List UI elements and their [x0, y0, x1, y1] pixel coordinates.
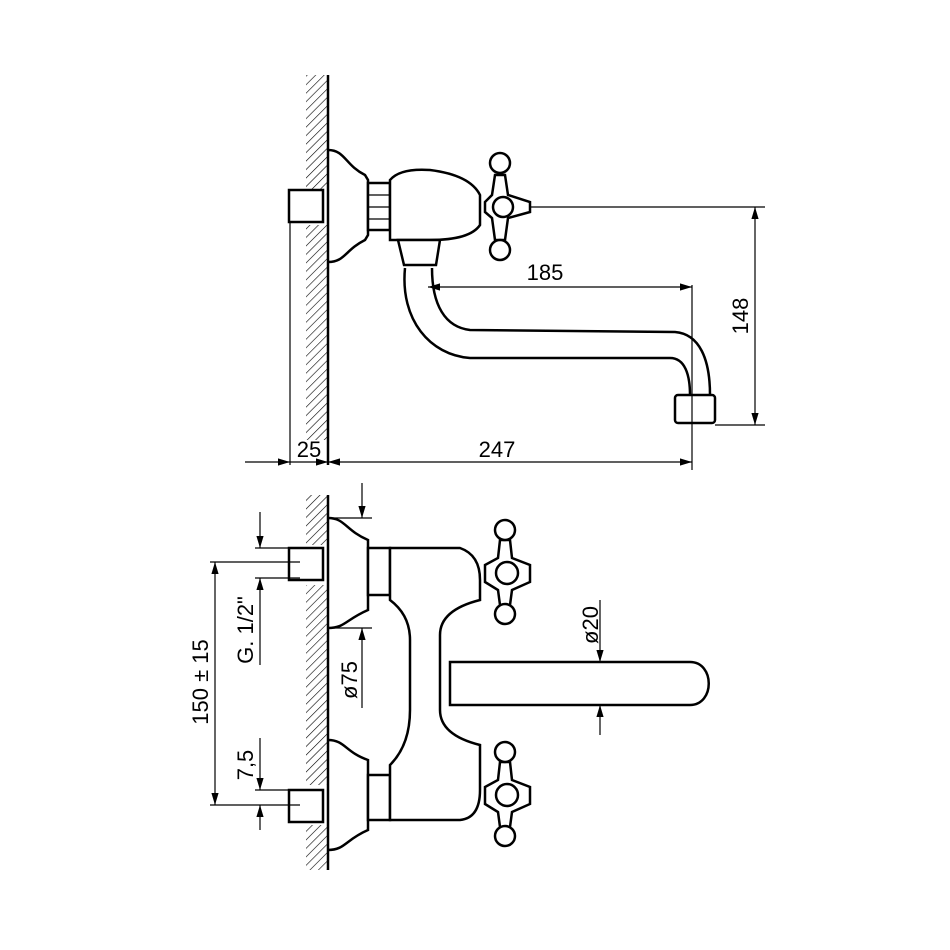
- handle: [483, 151, 532, 262]
- dim-wall-offset: 25: [297, 437, 321, 462]
- spout-swivel: [396, 238, 442, 267]
- dim-spout-reach: 185: [527, 260, 564, 285]
- wall-hatch: [306, 225, 328, 440]
- nut-top: [366, 546, 392, 597]
- handle-bottom: [483, 740, 532, 848]
- side-view: 148 185 25 247: [245, 75, 765, 470]
- aerator: [673, 393, 717, 425]
- dim-total-length: 247: [479, 437, 516, 462]
- tap-body: [388, 168, 482, 242]
- spout-lower: [403, 267, 692, 396]
- dim-height: 148: [728, 298, 753, 335]
- dim-offset: 7,5: [233, 750, 258, 781]
- escutcheon-bottom: [327, 738, 370, 852]
- spout-upper: [430, 267, 712, 396]
- dim-thread: G. 1/2": [233, 596, 258, 664]
- wall-connector: [287, 188, 325, 224]
- wall-connector-bottom: [287, 788, 325, 824]
- wall-hatch: [306, 75, 328, 190]
- nut-bottom: [366, 773, 392, 822]
- dim-escutcheon: ø75: [337, 661, 362, 699]
- escutcheon: [327, 148, 370, 264]
- wall-connector-top: [287, 546, 325, 582]
- dim-centers: 150 ± 15: [188, 639, 213, 724]
- escutcheon-top: [327, 516, 370, 630]
- front-view: ø75 ø20 150 ± 15 G. 1/2" 7,5: [188, 483, 710, 870]
- spout: [448, 660, 710, 707]
- handle-top: [483, 518, 532, 626]
- tap-body: [388, 546, 482, 822]
- dim-spout-dia: ø20: [578, 606, 603, 644]
